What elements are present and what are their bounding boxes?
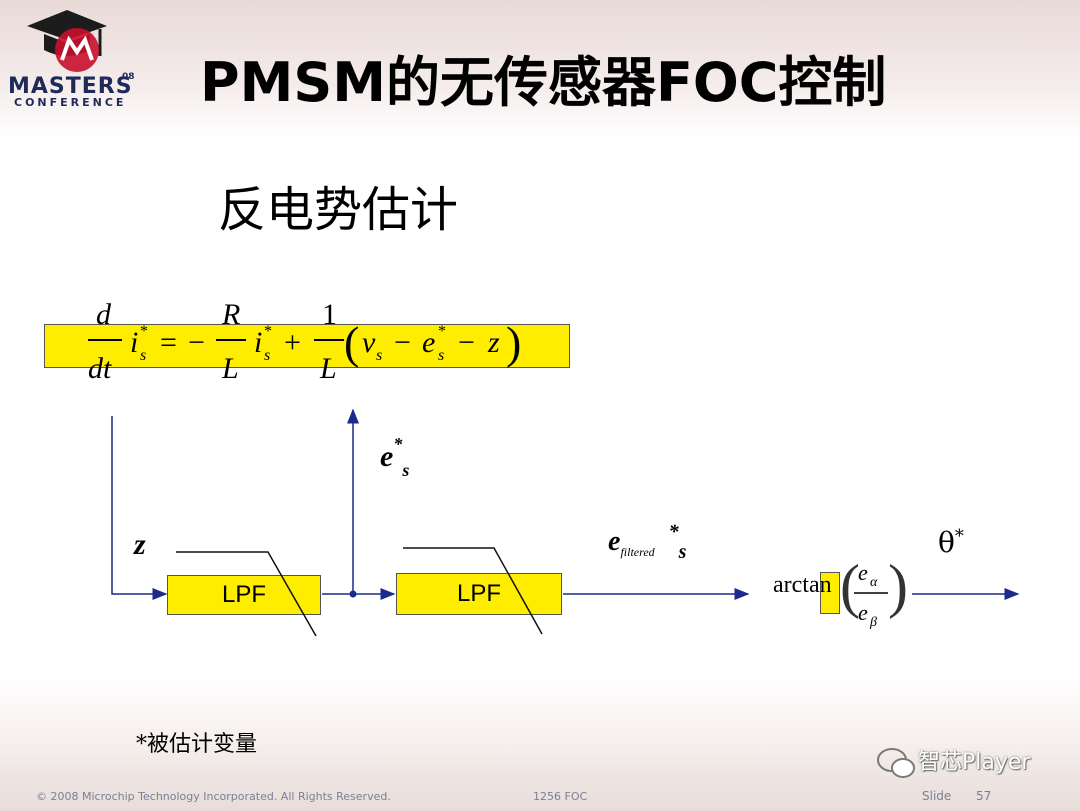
theta-signal-label: θ* [938,526,964,559]
lpf2-response-icon [403,547,543,635]
svg-text:(: ( [840,553,860,619]
junction-dot [349,590,357,598]
svg-text:i: i [130,326,138,359]
slide-subtitle: 反电势估计 [218,182,459,238]
svg-text:(: ( [344,317,359,368]
svg-text:−: − [394,326,411,359]
svg-text:*: * [438,323,446,340]
svg-text:): ) [888,553,908,619]
equation-d-numerator: d [96,298,112,331]
watermark-text: 智芯Player [918,750,1031,775]
svg-text:β: β [869,615,877,630]
slide-number: 57 [976,789,992,803]
copyright-text: © 2008 Microchip Technology Incorporated… [36,790,391,803]
course-code: 1256 FOC [533,790,588,803]
svg-text:e: e [858,560,868,585]
theta-symbol: θ [938,526,955,559]
z-signal-label: z [134,528,146,561]
efiltered-star: * [668,521,679,543]
equation-dt-denominator: dt [88,352,112,385]
arctan-fraction: ( e α e β ) [840,553,908,630]
svg-text:−: − [458,326,475,359]
lpf1-response-icon [176,551,317,637]
svg-text:L: L [319,352,337,385]
svg-text:s: s [438,347,444,364]
lpf-block-1: LPF [167,575,321,615]
svg-text:*: * [264,323,272,340]
es-sub: s [402,460,410,480]
es-signal-label: e* s [380,434,409,480]
lpf-block-1-label: LPF [221,581,266,608]
svg-text:e: e [858,600,868,625]
arctan-block [820,572,840,614]
svg-text:e: e [422,326,435,359]
svg-text:s: s [264,347,270,364]
theta-star: * [954,526,964,547]
efiltered-signal-label: efiltered *s [608,521,686,563]
lpf-block-2-label: LPF [456,580,501,607]
footnote: *被估计变量 [136,732,258,757]
es-e: e [380,440,394,473]
graduation-cap-icon [27,10,107,72]
svg-text:): ) [506,317,521,368]
svg-text:v: v [362,326,376,359]
efiltered-s: s [678,541,687,563]
svg-text:z: z [487,326,500,359]
svg-text:*: * [140,323,148,340]
svg-text:1: 1 [322,298,337,331]
svg-text:s: s [140,347,146,364]
svg-text:i: i [254,326,262,359]
lpf-block-2: LPF [396,573,562,615]
logo-text: MASTERS [8,74,133,99]
arctan-label: arctan [773,572,832,598]
equation-box [44,324,570,368]
svg-text:α: α [870,575,878,590]
efiltered-e: e [608,526,621,557]
svg-text:s: s [376,347,382,364]
svg-text:L: L [221,352,239,385]
logo-subtext: CONFERENCE [14,96,127,109]
svg-text:=: = [160,326,177,359]
footer-background [0,680,1080,811]
header-background [0,0,1080,140]
slide-title: PMSM的无传感器FOC控制 [200,51,887,114]
logo-badge: 08 [122,72,135,82]
wechat-icon [877,748,915,778]
back-emf-equation: d dt i * s = − R L i * s + 1 L ( v s − e… [88,298,521,385]
slide-label: Slide [922,789,952,803]
es-star: * [393,434,403,454]
feedback-arrow-to-lpf1 [111,416,168,600]
svg-text:+: + [284,326,301,359]
svg-text:−: − [188,326,205,359]
efiltered-sub: filtered [620,545,655,559]
svg-text:R: R [221,298,240,331]
